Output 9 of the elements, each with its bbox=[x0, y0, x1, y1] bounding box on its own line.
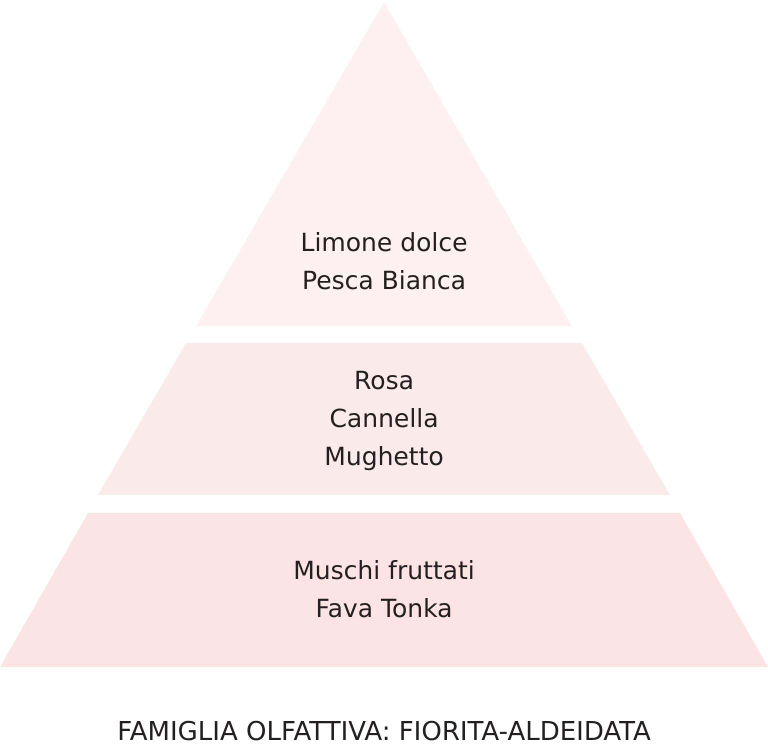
note-text: Rosa bbox=[354, 365, 414, 397]
note-text: Fava Tonka bbox=[316, 593, 452, 625]
note-text: Cannella bbox=[329, 403, 439, 435]
caption-text: FAMIGLIA OLFATTIVA: FIORITA-ALDEIDATA bbox=[117, 717, 651, 747]
note-text: Mughetto bbox=[324, 441, 444, 473]
pyramid-tier bbox=[0, 513, 768, 667]
note-text: Pesca Bianca bbox=[302, 265, 466, 297]
note-text: Limone dolce bbox=[300, 227, 468, 259]
note-text: Muschi fruttati bbox=[293, 555, 475, 587]
